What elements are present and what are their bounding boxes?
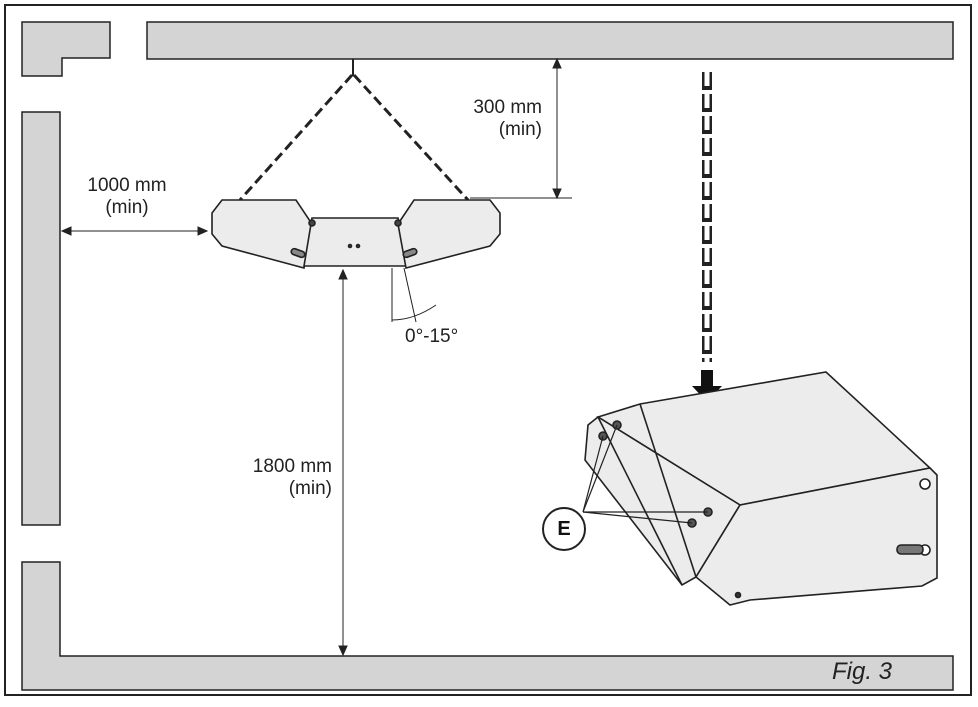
leader-3 [582, 511, 693, 524]
top-clearance-value: 300 mm [473, 97, 542, 118]
top-clearance-arrow-down [552, 188, 562, 200]
side-clearance-arrow-right [197, 226, 209, 236]
side-clearance-qual: (min) [105, 197, 149, 218]
heater-screw-left [308, 219, 316, 227]
heater-3d-foot [734, 591, 742, 599]
dimension-lines [60, 57, 572, 657]
figure-caption: Fig. 3 [832, 658, 893, 685]
tilt-arc [391, 304, 437, 321]
heater-center-panel [303, 217, 407, 267]
left-wall-upper [21, 111, 61, 526]
top-clearance-arrow-up [552, 57, 562, 69]
floor-clearance-arrow-down [338, 645, 348, 657]
side-clearance-label: 1000 mm (min) [62, 175, 192, 219]
tilt-angled-line [403, 267, 417, 323]
heater-screw-right [394, 219, 402, 227]
heater-slot-right [402, 247, 418, 259]
heater-right-panel [397, 199, 501, 269]
leader-1 [582, 435, 604, 513]
tilt-angle-label: 0°-15° [405, 326, 459, 347]
heater-3d-front [694, 467, 938, 606]
callout-leaders [582, 424, 708, 524]
side-clearance-arrow-left [60, 226, 72, 236]
room-walls [21, 21, 954, 691]
suspension-chains [238, 59, 470, 202]
heater-dot-2 [355, 243, 361, 249]
chain-left [238, 73, 354, 202]
floor-clearance-arrow-up [338, 268, 348, 280]
floor-clearance-qual: (min) [288, 478, 332, 499]
wall-top-left-corner [21, 21, 111, 77]
heater-3d-edge-1 [639, 403, 697, 578]
heater-slot-left [290, 247, 306, 259]
ceiling-wall [146, 21, 954, 60]
side-clearance-value: 1000 mm [87, 175, 167, 196]
floor-clearance-label: 1800 mm (min) [212, 456, 332, 500]
left-wall-floor [21, 561, 954, 691]
heater-3d-slot [896, 544, 924, 555]
top-clearance-qual: (min) [498, 119, 542, 140]
heater-front-view [211, 199, 501, 269]
heater-3d-screw-5 [919, 478, 931, 490]
heater-dot-1 [347, 243, 353, 249]
heater-3d-edge-2 [597, 416, 683, 586]
top-clearance-label: 300 mm (min) [430, 97, 542, 141]
floor-clearance-value: 1800 mm [252, 456, 332, 477]
chain-right [352, 73, 470, 202]
leader-2 [582, 424, 618, 513]
callout-e: E [542, 507, 586, 551]
heater-3d-view [584, 371, 938, 606]
